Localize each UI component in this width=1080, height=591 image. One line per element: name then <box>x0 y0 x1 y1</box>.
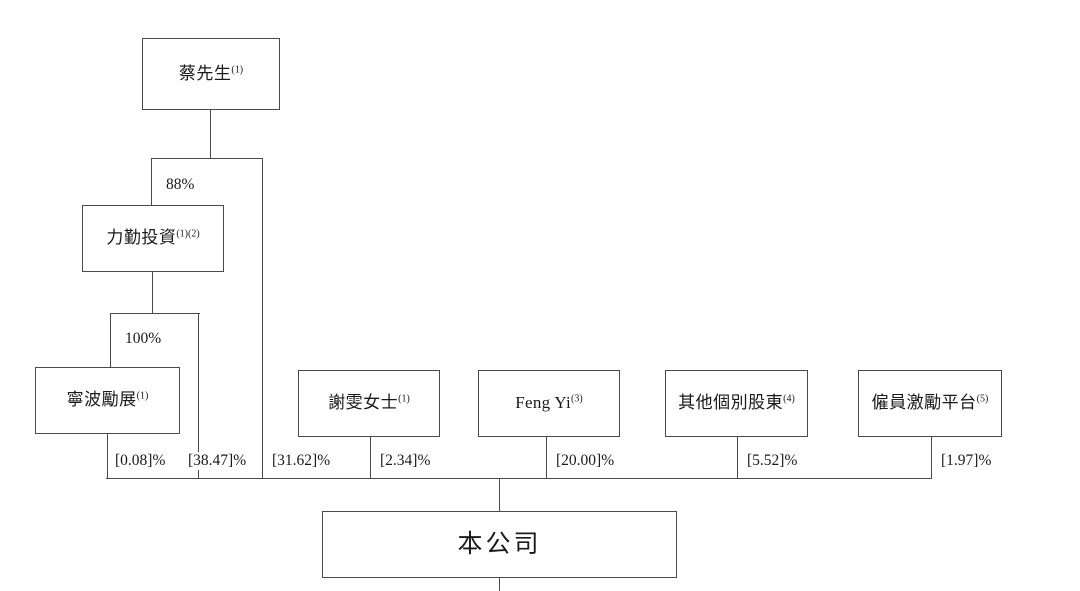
node-other-individual-shareholders-text: 其他個別股東 <box>678 393 784 413</box>
node-ningbo-lizhan-note: (1) <box>136 390 149 402</box>
node-mr-cai-label: 蔡先生(1) <box>178 63 244 84</box>
node-liqin-investment-note: (1)(2) <box>176 228 200 240</box>
node-employee-incentive-platform-label: 僱員激勵平台(5) <box>871 393 989 413</box>
node-liqin-investment-text: 力勤投資 <box>106 228 177 248</box>
node-liqin-investment-label: 力勤投資(1)(2) <box>106 228 200 248</box>
connector-cai-direct-drop <box>262 158 263 478</box>
connector-cai-split-bar <box>151 158 262 159</box>
node-ningbo-lizhan-label: 寧波勵展(1) <box>66 390 149 410</box>
connector-ningbo-drop <box>107 434 108 478</box>
node-mr-cai[interactable]: 蔡先生(1) <box>142 38 280 110</box>
node-other-individual-shareholders[interactable]: 其他個別股東(4) <box>665 370 808 437</box>
node-ms-xie-wen[interactable]: 謝雯女士(1) <box>298 370 440 437</box>
edge-label-xie-wen-pct: [2.34]% <box>378 452 433 470</box>
node-employee-incentive-platform-text: 僱員激勵平台 <box>871 393 977 413</box>
node-ms-xie-wen-text: 謝雯女士 <box>328 393 399 413</box>
connector-esop-drop <box>931 437 932 478</box>
connector-liqin-stem <box>152 272 153 313</box>
node-ms-xie-wen-note: (1) <box>398 393 410 405</box>
connector-company-bottom-stem <box>499 578 500 591</box>
edge-label-cai-pct: [31.62]% <box>270 452 333 470</box>
edge-label-liqin-pct: [38.47]% <box>186 452 249 470</box>
node-ningbo-lizhan[interactable]: 寧波勵展(1) <box>35 367 180 434</box>
connector-liqin-split-bar <box>110 313 200 314</box>
node-feng-yi-label: Feng Yi(3) <box>515 393 583 413</box>
edge-label-cai-to-liqin: 88% <box>163 176 198 194</box>
connector-cai-to-liqin <box>151 158 152 205</box>
node-ningbo-lizhan-text: 寧波勵展 <box>66 390 137 410</box>
node-mr-cai-note: (1) <box>231 64 244 75</box>
node-ms-xie-wen-label: 謝雯女士(1) <box>328 393 410 413</box>
node-the-company[interactable]: 本公司 <box>322 511 677 578</box>
node-employee-incentive-platform-note: (5) <box>976 393 989 405</box>
node-the-company-text: 本公司 <box>457 530 542 558</box>
connector-company-collector-bar <box>106 478 932 479</box>
connector-cai-stem <box>210 110 211 158</box>
node-feng-yi-text: Feng Yi <box>515 393 572 413</box>
edge-label-other-holders-pct: [5.52]% <box>745 452 800 470</box>
connector-feng-yi-drop <box>546 437 547 478</box>
node-other-individual-shareholders-label: 其他個別股東(4) <box>678 393 795 413</box>
connector-collector-to-company <box>499 478 500 511</box>
edge-label-esop-pct: [1.97]% <box>939 452 994 470</box>
edge-label-liqin-to-ningbo: 100% <box>122 330 165 348</box>
edge-label-feng-yi-pct: [20.00]% <box>554 452 617 470</box>
connector-xie-wen-drop <box>370 437 371 478</box>
connector-liqin-direct-drop <box>198 313 199 478</box>
connector-liqin-to-ningbo <box>110 313 111 367</box>
node-mr-cai-text: 蔡先生 <box>178 63 232 83</box>
edge-label-ningbo-pct: [0.08]% <box>113 452 168 470</box>
connector-other-holders-drop <box>737 437 738 478</box>
node-liqin-investment[interactable]: 力勤投資(1)(2) <box>82 205 224 272</box>
node-employee-incentive-platform[interactable]: 僱員激勵平台(5) <box>858 370 1002 437</box>
node-feng-yi-note: (3) <box>571 393 583 405</box>
node-feng-yi[interactable]: Feng Yi(3) <box>478 370 620 437</box>
node-the-company-label: 本公司 <box>457 531 541 559</box>
node-other-individual-shareholders-note: (4) <box>783 393 795 405</box>
